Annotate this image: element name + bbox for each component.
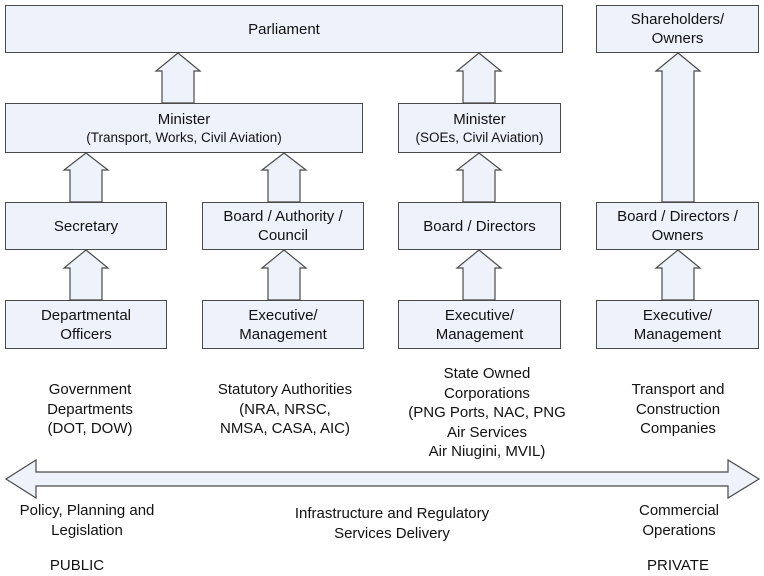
parliament-label: Parliament — [248, 20, 320, 38]
minister-transport-title: Minister — [157, 110, 211, 128]
departmental-officers-box: Departmental Officers — [5, 300, 167, 349]
shareholders-box: Shareholders/ Owners — [596, 5, 759, 53]
executive-management-box-authorities: Executive/ Management — [202, 300, 364, 349]
board-authority-box: Board / Authority / Council — [202, 202, 364, 250]
board-directors-label: Board / Directors — [423, 217, 536, 235]
caption-soc-line-5: Air Niugini, MVIL) — [428, 443, 546, 460]
caption-soc-line-4: Air Services — [446, 423, 528, 441]
arrow-board-directors-to-minister — [455, 152, 503, 203]
spectrum-middle-label: Infrastructure and Regulatory Services D… — [262, 504, 522, 543]
private-label: PRIVATE — [647, 557, 709, 574]
caption-soc-line-1: State Owned — [443, 365, 531, 382]
spectrum-middle-line-1: Infrastructure and Regulatory — [294, 505, 490, 522]
arrow-minister-b-to-parliament — [455, 52, 503, 104]
arrow-board-owners-to-shareholders — [654, 52, 702, 203]
board-owners-line-1: Board / Directors / — [617, 208, 738, 225]
spectrum-left-line-2: Legislation — [51, 521, 123, 539]
public-private-spectrum-arrow — [4, 458, 761, 500]
spectrum-middle-line-2: Services Delivery — [334, 524, 450, 542]
board-owners-line-2: Owners — [651, 227, 704, 244]
spectrum-left-label: Policy, Planning and Legislation — [0, 501, 174, 540]
exec-c-line-2: Management — [633, 325, 722, 343]
caption-soc-line-2: Corporations — [444, 384, 530, 402]
caption-gov-line-3: (DOT, DOW) — [47, 420, 133, 437]
departmental-line-2: Officers — [60, 325, 112, 343]
caption-gov-line-2: Departments — [47, 400, 133, 418]
minister-soes-box: Minister (SOEs, Civil Aviation) — [398, 103, 561, 153]
caption-government-departments: Government Departments (DOT, DOW) — [0, 380, 180, 439]
exec-a-line-1: Executive/ — [248, 306, 318, 324]
secretary-box: Secretary — [5, 202, 167, 250]
board-directors-box: Board / Directors — [398, 202, 561, 250]
caption-transport-line-3: Companies — [640, 420, 716, 437]
minister-soes-portfolio: (SOEs, Civil Aviation) — [415, 129, 544, 145]
spectrum-right-label: Commercial Operations — [606, 501, 752, 540]
caption-transport-line-2: Construction — [635, 400, 721, 418]
caption-stat-line-2: (NRA, NRSC, — [239, 400, 331, 418]
secretary-label: Secretary — [53, 217, 119, 235]
minister-transport-box: Minister (Transport, Works, Civil Aviati… — [5, 103, 363, 153]
caption-transport-line-1: Transport and — [631, 381, 725, 398]
board-authority-line-1: Board / Authority / — [223, 208, 343, 225]
caption-transport-construction: Transport and Construction Companies — [590, 380, 764, 439]
arrow-board-authority-to-minister — [260, 152, 308, 203]
exec-b-line-2: Management — [435, 325, 524, 343]
arrow-exec-c-to-board-owners — [654, 249, 702, 301]
minister-soes-title: Minister — [453, 110, 506, 128]
caption-stat-line-3: NMSA, CASA, AIC) — [219, 420, 351, 437]
executive-management-box-soc: Executive/ Management — [398, 300, 561, 349]
departmental-line-1: Departmental — [40, 306, 132, 324]
public-label: PUBLIC — [49, 557, 105, 574]
board-authority-line-2: Council — [257, 227, 309, 244]
spectrum-right-line-1: Commercial — [638, 502, 719, 519]
exec-a-line-2: Management — [239, 325, 327, 343]
shareholders-line-2: Owners — [651, 30, 704, 47]
spectrum-left-line-1: Policy, Planning and — [19, 502, 155, 519]
exec-c-line-1: Executive/ — [642, 306, 713, 324]
arrow-exec-a-to-board-authority — [260, 249, 308, 301]
spectrum-right-line-2: Operations — [642, 521, 716, 539]
caption-gov-line-1: Government — [48, 381, 132, 398]
shareholders-line-1: Shareholders/ — [630, 11, 725, 28]
arrow-minister-a-to-parliament — [154, 52, 202, 104]
caption-statutory-authorities: Statutory Authorities (NRA, NRSC, NMSA, … — [190, 380, 380, 439]
caption-stat-line-1: Statutory Authorities — [217, 381, 353, 398]
arrow-secretary-to-minister — [62, 152, 110, 203]
caption-state-owned-corporations: State Owned Corporations (PNG Ports, NAC… — [382, 364, 592, 462]
parliament-box: Parliament — [5, 5, 563, 53]
caption-soc-line-3: (PNG Ports, NAC, PNG — [408, 404, 566, 421]
arrow-departmental-to-secretary — [62, 249, 110, 301]
board-owners-box: Board / Directors / Owners — [596, 202, 759, 250]
executive-management-box-private: Executive/ Management — [596, 300, 759, 349]
minister-transport-portfolio: (Transport, Works, Civil Aviation) — [86, 129, 282, 145]
exec-b-line-1: Executive/ — [444, 306, 515, 324]
arrow-exec-b-to-board-directors — [455, 249, 503, 301]
